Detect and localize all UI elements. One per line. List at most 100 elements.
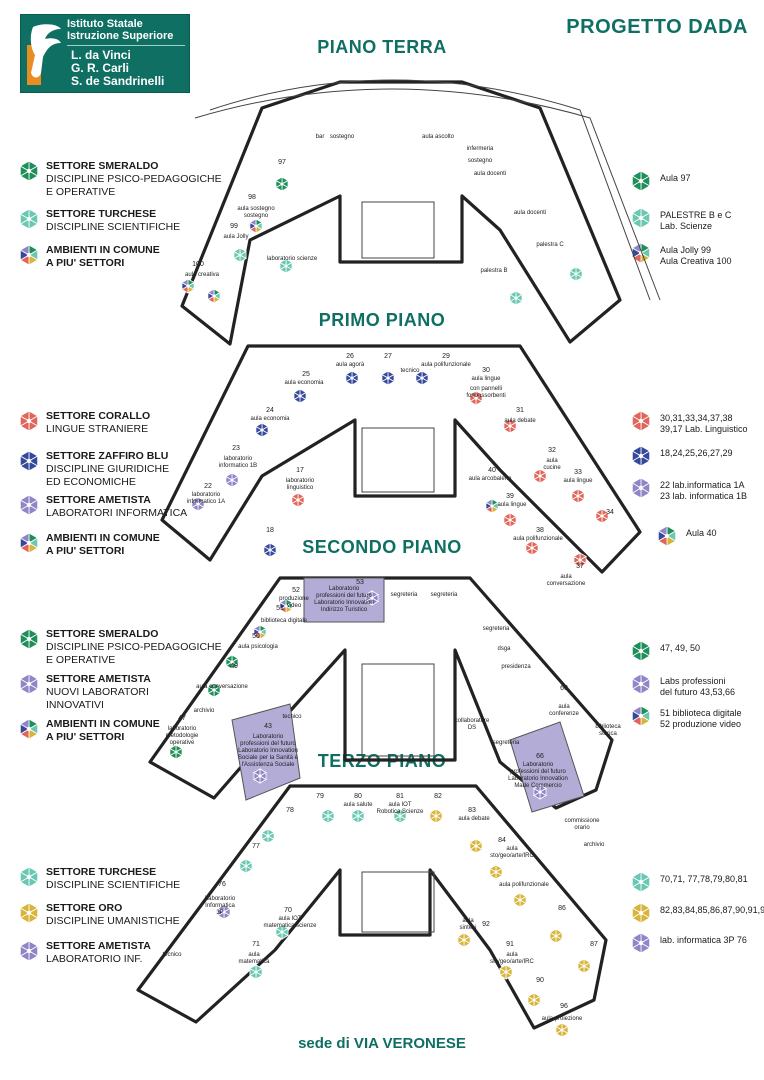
room-label: aula Jolly xyxy=(223,234,248,240)
hexagon-center xyxy=(494,870,498,874)
room-number: 78 xyxy=(286,807,294,814)
room-number: 70 xyxy=(284,907,292,914)
hexagon-segment xyxy=(631,477,642,489)
room-sector-hexagon-icon xyxy=(485,498,499,514)
hexagon-segment xyxy=(19,532,30,544)
room-number: 87 xyxy=(590,941,598,948)
room-number: 31 xyxy=(516,407,524,414)
room-sector-hexagon-icon xyxy=(275,924,289,940)
hexagon-center xyxy=(296,498,300,502)
hexagon-segment xyxy=(457,932,465,941)
hexagon-segment xyxy=(393,808,401,817)
footer-location: sede di VIA VERONESE xyxy=(298,1035,466,1052)
logo-name-3: S. de Sandrinelli xyxy=(71,74,165,88)
hexagon-segment xyxy=(275,176,283,185)
hexagon-icon xyxy=(19,160,39,182)
hexagon-segment xyxy=(169,744,177,753)
hexagon-icon xyxy=(631,932,651,954)
hexagon-segment xyxy=(533,784,541,793)
room-number: 98 xyxy=(248,194,256,201)
hexagon-icon xyxy=(19,450,39,472)
room-sector-hexagon-icon xyxy=(365,590,379,606)
room-sector-hexagon-icon xyxy=(263,542,277,558)
hexagon-center xyxy=(538,790,542,794)
legend-title: SETTORE TURCHESE xyxy=(46,866,157,878)
hexagon-segment xyxy=(569,266,577,275)
hexagon-center xyxy=(638,485,644,491)
legend-text: DISCIPLINE GIURIDICHE ED ECONOMICHE xyxy=(46,463,170,488)
page-title: PROGETTO DADA xyxy=(566,16,748,38)
room-label: aula docenti xyxy=(474,171,506,177)
room-number: 82 xyxy=(434,793,442,800)
hexagon-segment xyxy=(549,928,557,937)
room-sector-hexagon-icon xyxy=(249,218,263,234)
hexagon-segment xyxy=(191,496,199,505)
lab-room-66 xyxy=(509,721,585,813)
legend-text: DISCIPLINE UMANISTICHE xyxy=(46,915,180,927)
hexagon-segment xyxy=(509,290,517,299)
hexagon-center xyxy=(258,630,262,634)
room-label: tecnico xyxy=(400,368,420,374)
hexagon-center xyxy=(638,681,644,687)
legend-text: DISCIPLINE SCIENTIFICHE xyxy=(46,879,181,891)
hexagon-icon xyxy=(631,871,651,893)
hexagon-segment xyxy=(631,902,642,914)
floor-title-primo: PRIMO PIANO xyxy=(318,310,446,330)
hexagon-center xyxy=(398,814,402,818)
room-sector-hexagon-icon xyxy=(169,744,183,760)
hexagon-segment xyxy=(631,170,642,182)
hexagon-center xyxy=(638,178,644,184)
hexagon-segment xyxy=(631,207,642,219)
hexagon-segment xyxy=(261,828,269,837)
hexagon-center xyxy=(514,296,518,300)
hexagon-segment xyxy=(19,160,30,172)
room-label: presidenza xyxy=(501,664,531,670)
hexagon-segment xyxy=(485,498,493,507)
room-number: 99 xyxy=(230,223,238,230)
room-number: 34 xyxy=(606,509,614,516)
hexagon-center xyxy=(638,648,644,654)
room-number: 33 xyxy=(574,469,582,476)
hexagon-center xyxy=(638,713,644,719)
logo-name-2: G. R. Carli xyxy=(71,61,130,75)
hexagon-segment xyxy=(263,542,271,551)
legend-right-text: 70,71, 77,78,79,80,81 xyxy=(660,874,748,884)
hexagon-center xyxy=(230,478,234,482)
room-sector-hexagon-icon xyxy=(381,370,395,386)
floor-title-terra: PIANO TERRA xyxy=(317,37,447,57)
hexagon-segment xyxy=(239,858,247,867)
hexagon-center xyxy=(254,224,258,228)
room-sector-hexagon-icon xyxy=(293,388,307,404)
room-number: 60 xyxy=(560,685,568,692)
hexagon-segment xyxy=(19,628,30,640)
room-label: infermeria xyxy=(467,146,494,152)
wall-outline-terzo xyxy=(136,784,608,1030)
hexagon-segment xyxy=(533,468,541,477)
legend-title: SETTORE AMETISTA xyxy=(46,494,151,506)
hexagon-segment xyxy=(429,808,437,817)
room-label: segreteria xyxy=(391,592,418,598)
hexagon-segment xyxy=(499,964,507,973)
room-label: segreteria xyxy=(493,740,520,746)
room-number: 49 xyxy=(230,663,238,670)
hexagon-center xyxy=(284,604,288,608)
room-sector-hexagon-icon xyxy=(217,904,231,920)
hexagon-center xyxy=(326,814,330,818)
hexagon-center xyxy=(420,376,424,380)
hexagon-center xyxy=(508,424,512,428)
hexagon-center xyxy=(26,502,32,508)
legend-title: AMBIENTI IN COMUNE A PIU' SETTORI xyxy=(46,532,160,557)
logo-divider xyxy=(67,45,185,46)
hexagon-segment xyxy=(631,871,642,883)
room-number: 43 xyxy=(264,723,272,730)
terrace-outline-terra xyxy=(209,79,651,301)
room-sector-hexagon-icon xyxy=(457,932,471,948)
hexagon-segment xyxy=(291,492,299,501)
room-sector-hexagon-icon xyxy=(291,492,305,508)
legend-text: DISCIPLINE SCIENTIFICHE xyxy=(46,221,181,233)
room-sector-hexagon-icon xyxy=(415,370,429,386)
hexagon-center xyxy=(280,930,284,934)
room-label: aula lingue xyxy=(563,478,593,484)
